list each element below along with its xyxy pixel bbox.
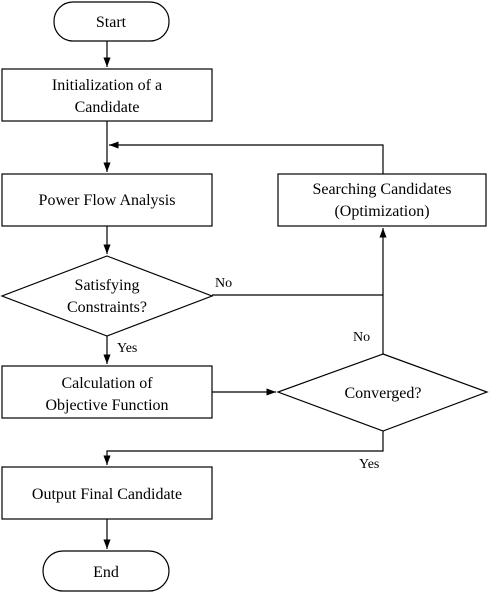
searching-candidates-label-line2: (Optimization) [334,203,429,220]
connector-converged-yes-to-output [103,431,384,465]
converged-label: Converged? [344,385,421,402]
output-label: Output Final Candidate [32,486,182,503]
initialization-label-line2: Candidate [75,99,140,116]
power-flow-analysis-box [1,173,213,227]
start-terminator [53,1,170,42]
constraints-no-label: No [215,276,232,291]
output-box [1,466,213,520]
start-label: Start [96,14,127,31]
end-terminator [42,550,170,592]
constraints-yes-label: Yes [117,341,137,356]
end-label: End [93,564,119,581]
initialization-label-line1: Initialization of a [52,77,162,94]
constraints-decision [0,255,214,337]
connector-search-to-power-flow-loop [109,141,384,174]
calculation-label-line1: Calculation of [61,375,153,392]
initialization-box [1,68,213,122]
converged-yes-label: Yes [359,457,379,472]
constraints-label-line1: Satisfying [75,277,140,294]
converged-no-label: No [353,330,370,345]
constraints-label-line2: Constraints? [67,299,147,316]
power-flow-analysis-label: Power Flow Analysis [39,192,176,209]
searching-candidates-label-line1: Searching Candidates [312,181,451,198]
calculation-box [1,365,213,419]
calculation-label-line2: Objective Function [45,397,168,414]
searching-candidates-box [277,173,487,227]
